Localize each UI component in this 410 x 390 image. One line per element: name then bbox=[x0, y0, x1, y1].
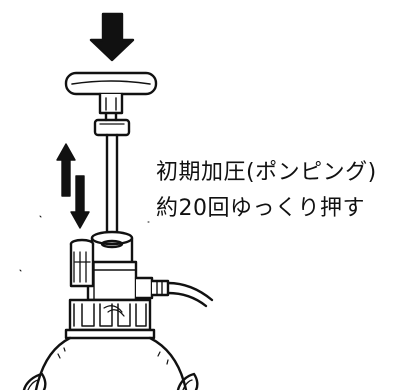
speckle-marks bbox=[19, 215, 150, 272]
rod-collar bbox=[93, 118, 131, 137]
tank-body bbox=[34, 336, 188, 390]
push-down-arrow-icon bbox=[89, 12, 135, 62]
pump-cylinder bbox=[86, 230, 138, 302]
caption-line-2: 約20回ゆっくり押す bbox=[156, 196, 365, 221]
pump-handle bbox=[64, 71, 158, 115]
hose-fitting bbox=[134, 276, 214, 308]
caption-line-1: 初期加圧(ポンピング) bbox=[156, 160, 377, 185]
up-down-arrow-icon bbox=[56, 143, 90, 229]
relief-valve bbox=[69, 238, 95, 288]
tank-bracket bbox=[22, 372, 199, 390]
piston-rod bbox=[104, 111, 119, 238]
tank-cap bbox=[64, 298, 156, 340]
